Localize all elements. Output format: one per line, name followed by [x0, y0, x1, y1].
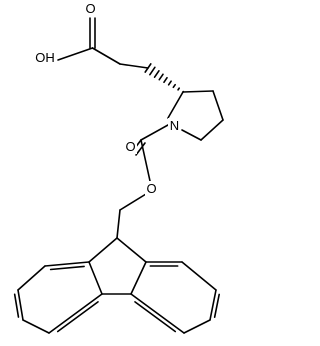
structure-canvas: O OH N O O	[13, 1, 224, 334]
acid-carbonyl-oxygen-label: O	[85, 1, 95, 16]
bond-left-ar-4	[22, 319, 50, 334]
bond-left-ar-3-inner	[13, 293, 20, 318]
bond-left-ar-5-inner	[56, 301, 99, 333]
stereo-hash-line	[158, 73, 164, 81]
label-bg	[145, 181, 158, 196]
bond-n-carbonyl	[140, 124, 169, 141]
bond-left-ar-1	[44, 261, 90, 267]
label-bg	[84, 1, 97, 16]
stereo-hash-line	[177, 87, 181, 91]
bond-ch2-ch2	[119, 63, 149, 69]
bond-ch2-c9	[116, 209, 121, 239]
stereo-hash-line	[167, 80, 172, 86]
bond-c9-c9a	[88, 237, 118, 263]
bond-left-ar-1-inner	[49, 265, 85, 271]
wedge-layer	[144, 63, 185, 94]
bond-carbonyl-o-double-second	[135, 142, 146, 156]
stereo-hash-line	[172, 83, 176, 89]
stereo-hash-line	[181, 90, 185, 94]
bond-ring-c2-c3	[182, 90, 214, 93]
bond-o-ch2	[119, 193, 147, 211]
bond-c9-c8a	[116, 237, 147, 263]
label-layer: O OH N O O	[34, 1, 181, 196]
bond-c9a-c4a	[88, 261, 103, 295]
bond-left-ar-2	[17, 265, 46, 291]
bond-ring-c4-c5	[200, 119, 224, 141]
ring-nitrogen-label: N	[170, 118, 179, 133]
carbamate-carbonyl-oxygen-label: O	[125, 139, 135, 154]
bond-right-ar-4	[183, 319, 211, 334]
bond-left-ar-5	[48, 293, 103, 334]
bond-ring-c3-c4	[212, 90, 224, 121]
bond-c8a-c4b	[130, 261, 147, 295]
bond-right-ar-2	[181, 261, 217, 291]
stereo-hash-line	[149, 66, 156, 76]
bond-layer	[13, 17, 224, 334]
bond-ring-n-c2	[167, 91, 184, 119]
bond-right-ar-3	[209, 289, 217, 321]
bond-acid-c-ch2	[91, 47, 121, 65]
bond-right-ar-5-inner	[134, 301, 177, 333]
stereo-hash-line	[153, 70, 160, 78]
bond-right-ar-3-inner	[213, 293, 221, 318]
label-bg	[34, 50, 56, 65]
bond-ring-c5-n	[181, 129, 202, 141]
bond-left-ar-3	[17, 289, 24, 321]
label-bg	[124, 139, 137, 154]
bond-right-ar-5	[130, 293, 185, 334]
bond-acid-c-oh	[57, 47, 94, 61]
stereo-hash-line	[144, 63, 152, 73]
bond-carbonyl-o-ester	[140, 139, 151, 182]
stereo-hash-line	[163, 76, 168, 84]
label-bg	[168, 118, 181, 133]
acid-hydroxyl-label: OH	[35, 50, 55, 65]
chemical-structure: O OH N O O	[13, 1, 224, 334]
carbamate-ester-oxygen-label: O	[146, 181, 156, 196]
